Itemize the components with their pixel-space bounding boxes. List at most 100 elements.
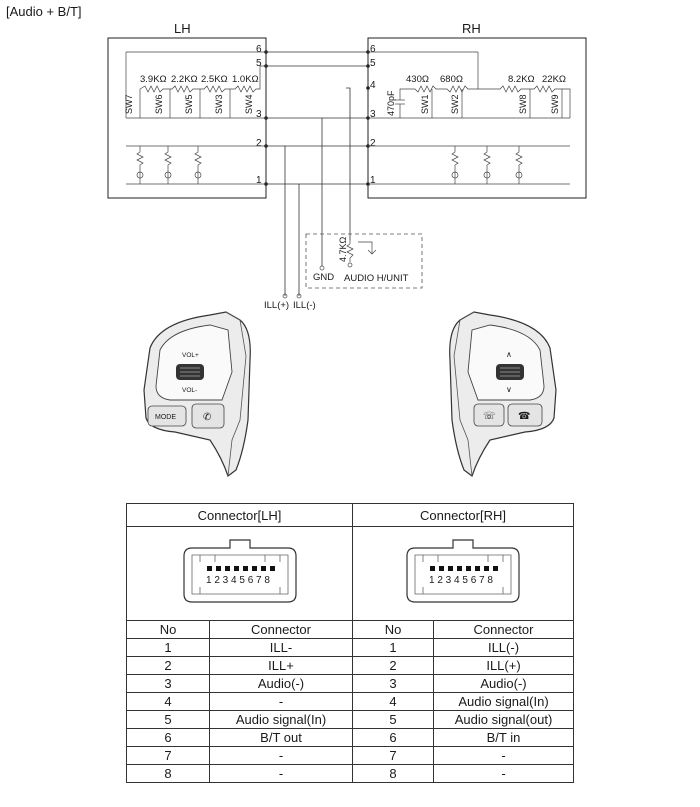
lh-connector-header: Connector[LH] [126, 503, 353, 527]
rh-pin-numbers: 1 2 3 4 5 6 7 8 [429, 575, 493, 586]
rh-steering-switch-illustration: ∧ ∨ ☏ ☎ [449, 311, 557, 477]
rh-pin-function: B/T in [433, 728, 574, 747]
seek-up-icon: ∧ [506, 350, 512, 359]
lh-pin-no: 3 [126, 674, 210, 693]
rh-switch-label: SW9 [550, 94, 560, 114]
rh-connector-picture: 1 2 3 4 5 6 7 8 [352, 526, 574, 621]
rh-pin-no: 2 [352, 656, 434, 675]
lh-pin-no: 8 [126, 764, 210, 783]
rh-pin-no: 4 [352, 692, 434, 711]
lh-switch-label: SW3 [214, 94, 224, 114]
rh-pin-no: 5 [352, 710, 434, 729]
head-unit-label: AUDIO H/UNIT [344, 273, 409, 284]
lh-pin-numbers: 1 2 3 4 5 6 7 8 [206, 575, 270, 586]
rh-pin-label: 2 [370, 138, 376, 149]
lh-vol-down-label: VOL- [182, 387, 197, 394]
lh-pin-function: ILL+ [209, 656, 353, 675]
lh-connector-col-header: Connector [209, 620, 353, 639]
lh-steering-switch-illustration: VOL+ VOL- MODE ✆ [143, 311, 251, 477]
lh-pin-label: 3 [256, 109, 262, 120]
rh-pin-function: ILL(-) [433, 638, 574, 657]
rh-resistor-label: 680Ω [440, 74, 463, 85]
lh-switch-label: SW7 [124, 94, 134, 114]
seek-down-icon: ∨ [506, 385, 512, 394]
table-row: 6 B/T out 6 B/T in [126, 728, 574, 747]
wiring-diagram: [Audio + B/T] LH RH 6 5 3 2 1 6 5 4 3 2 … [6, 4, 587, 477]
lh-label: LH [174, 21, 191, 36]
rh-pin-no: 3 [352, 674, 434, 693]
rh-switch-label: SW8 [518, 94, 528, 114]
rh-resistor-label: 8.2KΩ [508, 74, 535, 85]
diagram-title: [Audio + B/T] [6, 4, 82, 19]
rh-connector-col-header: Connector [433, 620, 574, 639]
rh-pin-label: 6 [370, 44, 376, 55]
lh-pin-function: B/T out [209, 728, 353, 747]
rh-connector-header: Connector[RH] [352, 503, 574, 527]
rh-label: RH [462, 21, 481, 36]
rh-pin-function: - [433, 746, 574, 765]
head-unit-box [305, 233, 423, 289]
lh-pin-no: 1 [126, 638, 210, 657]
lh-pin-label: 2 [256, 138, 262, 149]
rh-pin-no: 6 [352, 728, 434, 747]
table-row: 4 - 4 Audio signal(In) [126, 692, 574, 711]
rh-pin-function: Audio(-) [433, 674, 574, 693]
lh-pin-label: 6 [256, 44, 262, 55]
ill-minus-label: ILL(-) [293, 300, 316, 311]
head-unit-resistor-label: 4.7KΩ [338, 236, 348, 262]
lh-pin-label: 1 [256, 175, 262, 186]
table-row: 1 ILL- 1 ILL(-) [126, 638, 574, 657]
rh-no-header: No [352, 620, 434, 639]
lh-pin-function: - [209, 764, 353, 783]
table-row: 2 ILL+ 2 ILL(+) [126, 656, 574, 675]
lh-no-header: No [126, 620, 210, 639]
phone-icon: ✆ [203, 412, 211, 423]
interconnect-wires [266, 51, 368, 296]
table-row: 7 - 7 - [126, 746, 574, 765]
lh-resistor-label: 2.5KΩ [201, 74, 228, 85]
lh-connector-picture: 1 2 3 4 5 6 7 8 [126, 526, 353, 621]
rh-pin-label: 4 [370, 80, 376, 91]
lh-pin-no: 6 [126, 728, 210, 747]
ill-plus-label: ILL(+) [264, 300, 289, 311]
lh-pin-no: 7 [126, 746, 210, 765]
lh-pin-function: - [209, 692, 353, 711]
rh-switch-ladder [368, 51, 571, 185]
rh-pin-function: Audio signal(In) [433, 692, 574, 711]
lh-switch-label: SW6 [154, 94, 164, 114]
rh-resistor-label: 22KΩ [542, 74, 566, 85]
lh-pin-no: 5 [126, 710, 210, 729]
rh-pin-function: Audio signal(out) [433, 710, 574, 729]
lh-resistor-label: 3.9KΩ [140, 74, 167, 85]
lh-pin-no: 2 [126, 656, 210, 675]
lh-pin-function: Audio signal(In) [209, 710, 353, 729]
capacitor-label: 470pF [386, 90, 396, 116]
rh-pin-no: 1 [352, 638, 434, 657]
lh-pin-label: 5 [256, 58, 262, 69]
rh-pin-function: ILL(+) [433, 656, 574, 675]
rh-resistor-label: 430Ω [406, 74, 429, 85]
rh-pin-no: 7 [352, 746, 434, 765]
lh-switch-label: SW5 [184, 94, 194, 114]
gnd-label: GND [313, 272, 334, 283]
lh-pin-function: Audio(-) [209, 674, 353, 693]
rh-pin-label: 1 [370, 175, 376, 186]
rh-pin-label: 5 [370, 58, 376, 69]
lh-resistor-label: 2.2KΩ [171, 74, 198, 85]
lh-vol-up-label: VOL+ [182, 352, 199, 359]
end-call-icon: ☎ [518, 411, 530, 422]
lh-pin-function: ILL- [209, 638, 353, 657]
lh-switch-ladder [125, 51, 266, 185]
rh-switch-label: SW2 [450, 94, 460, 114]
rh-switch-label: SW1 [420, 94, 430, 114]
lh-switch-label: SW4 [244, 94, 254, 114]
lh-mode-label: MODE [155, 414, 176, 421]
table-row: 8 - 8 - [126, 764, 574, 783]
lh-pin-no: 4 [126, 692, 210, 711]
connector-table: Connector[LH] Connector[RH] 1 2 3 4 5 6 … [126, 503, 574, 783]
rh-pin-label: 3 [370, 109, 376, 120]
table-row: 3 Audio(-) 3 Audio(-) [126, 674, 574, 693]
table-row: 5 Audio signal(In) 5 Audio signal(out) [126, 710, 574, 729]
call-icon: ☏ [483, 411, 496, 422]
rh-pin-function: - [433, 764, 574, 783]
